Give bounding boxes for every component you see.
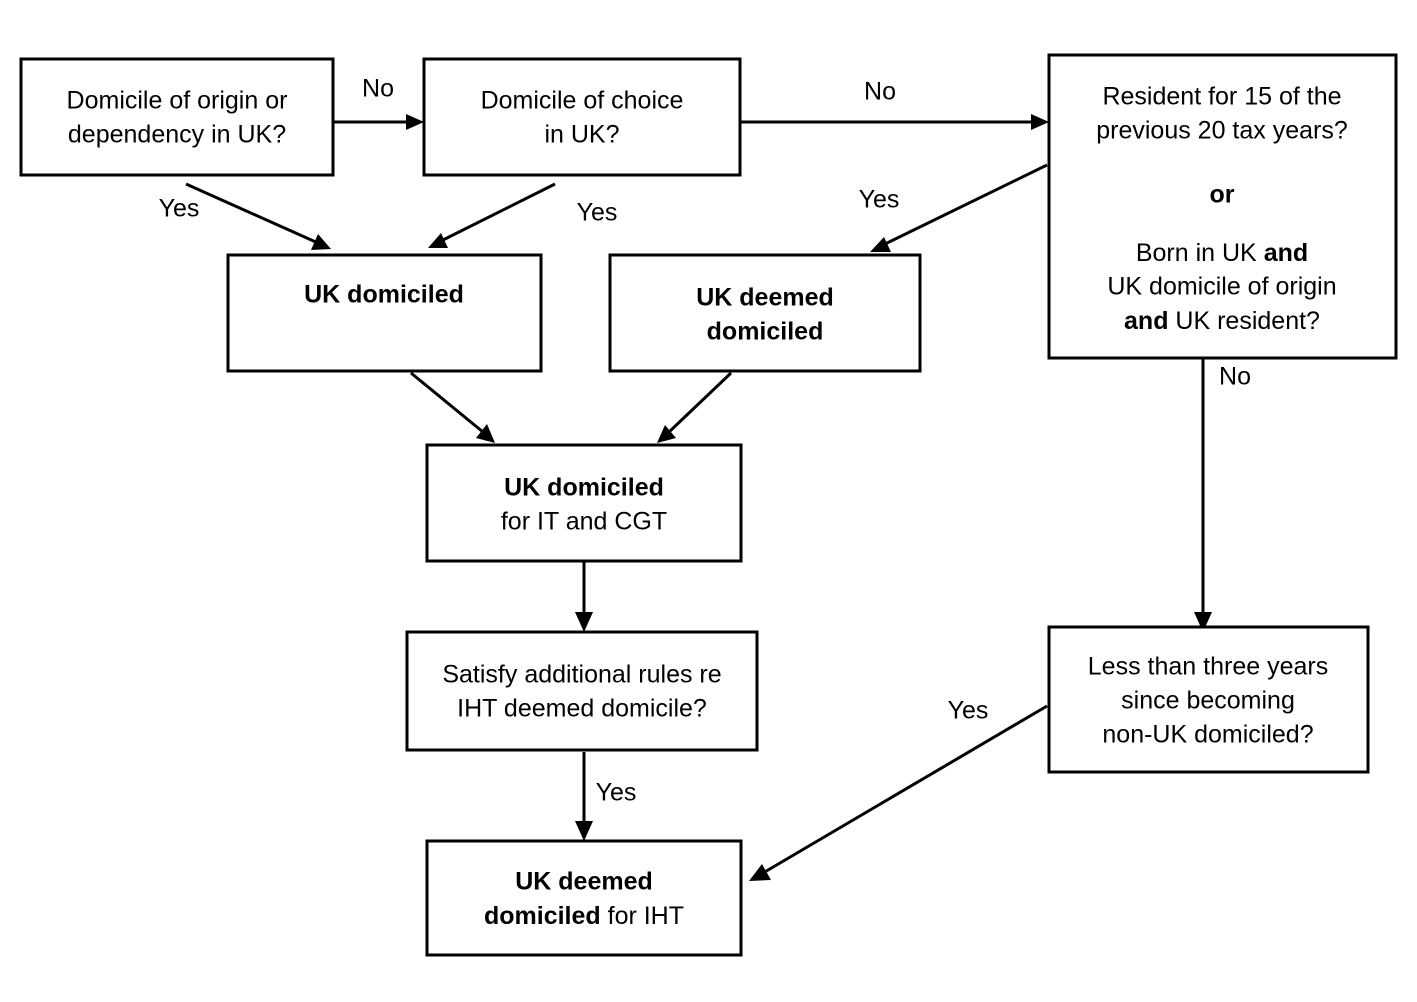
arrow-head-icon bbox=[575, 821, 593, 841]
arrow-head-icon bbox=[749, 864, 771, 881]
arrow-head-icon bbox=[428, 233, 448, 248]
node-resident-line-resident: and UK resident? bbox=[1124, 307, 1320, 335]
edge-label-resident-to-deemed-yes: Yes bbox=[859, 186, 900, 214]
node-uk-domiciled-it-cgt[interactable]: UK domiciled for IT and CGT bbox=[425, 443, 743, 563]
node-resident-line-2: previous 20 tax years? bbox=[1096, 117, 1348, 145]
node-threeyears-line-1: Less than three years bbox=[1088, 653, 1328, 681]
node-itcgt-line-1: UK domiciled bbox=[504, 474, 664, 502]
arrow-head-icon bbox=[575, 612, 593, 632]
edge-label-resident-to-threeyears-no: No bbox=[1219, 363, 1251, 391]
arrow-head-icon bbox=[311, 234, 331, 250]
edge-choice-to-resident bbox=[740, 114, 1049, 130]
arrow-head-icon bbox=[476, 424, 495, 443]
arrow-head-icon bbox=[406, 114, 424, 130]
node-resident-line-born: Born in UK and bbox=[1136, 239, 1308, 267]
edge-label-origin-to-ukdom-yes: Yes bbox=[159, 195, 200, 223]
edge-label-choice-to-ukdom-yes: Yes bbox=[577, 199, 618, 227]
node-uk-deemed-domiciled-iht[interactable]: UK deemed domiciled for IHT bbox=[425, 839, 743, 957]
edge-label-satisfy-to-iht-yes: Yes bbox=[596, 779, 637, 807]
arrow-head-icon bbox=[870, 237, 891, 252]
arrow-head-icon bbox=[657, 425, 676, 443]
node-uk-domiciled-label: UK domiciled bbox=[304, 281, 464, 309]
edge-threeyears-to-ihtdomiciled bbox=[749, 704, 1048, 881]
edge-resident-to-threeyears bbox=[1194, 358, 1212, 632]
edge-choice-to-ukdomiciled bbox=[428, 182, 556, 248]
edge-resident-to-deemeddomiciled bbox=[870, 163, 1048, 252]
node-resident-line-1: Resident for 15 of the bbox=[1102, 83, 1341, 111]
node-resident-or-connector: or bbox=[1210, 181, 1235, 209]
edge-label-choice-to-resident-no: No bbox=[864, 78, 896, 106]
node-satisfy-line-2: IHT deemed domicile? bbox=[457, 695, 707, 723]
node-uk-deemed-domiciled-line-2: domiciled bbox=[707, 318, 824, 346]
edge-label-origin-to-choice-no: No bbox=[362, 75, 394, 103]
node-threeyears-line-3: non-UK domiciled? bbox=[1102, 721, 1313, 749]
node-threeyears-line-2: since becoming bbox=[1121, 687, 1295, 715]
edge-itcgt-to-satisfy bbox=[575, 561, 593, 632]
node-domicile-choice-line-1: Domicile of choice bbox=[481, 87, 684, 115]
node-domicile-choice-line-2: in UK? bbox=[544, 121, 619, 149]
node-satisfy-line-1: Satisfy additional rules re bbox=[442, 661, 721, 689]
edge-deemeddomiciled-to-itcgt bbox=[657, 371, 733, 443]
edge-label-threeyears-to-iht-yes: Yes bbox=[948, 697, 989, 725]
node-domicile-origin-line-1: Domicile of origin or bbox=[67, 87, 288, 115]
arrow-head-icon bbox=[1031, 114, 1049, 130]
node-uk-deemed-domiciled-line-1: UK deemed bbox=[696, 284, 834, 312]
node-ihtdomiciled-line-1: UK deemed bbox=[515, 868, 653, 896]
edge-origin-to-ukdomiciled bbox=[185, 182, 331, 250]
edge-ukdomiciled-to-itcgt bbox=[410, 371, 495, 443]
node-uk-deemed-domiciled[interactable]: UK deemed domiciled bbox=[608, 253, 922, 373]
node-domicile-origin[interactable]: Domicile of origin or dependency in UK? bbox=[19, 57, 335, 177]
node-domicile-origin-line-2: dependency in UK? bbox=[68, 121, 286, 149]
node-uk-domiciled[interactable]: UK domiciled bbox=[226, 253, 543, 373]
arrow-head-icon bbox=[1194, 612, 1212, 632]
node-less-than-three-years[interactable]: Less than three years since becoming non… bbox=[1047, 625, 1370, 774]
node-satisfy-iht-rules[interactable]: Satisfy additional rules re IHT deemed d… bbox=[405, 630, 759, 752]
node-resident-15-of-20[interactable]: Resident for 15 of the previous 20 tax y… bbox=[1047, 53, 1398, 360]
node-resident-line-origin: UK domicile of origin bbox=[1107, 273, 1336, 301]
node-itcgt-line-2: for IT and CGT bbox=[501, 508, 667, 536]
node-domicile-choice[interactable]: Domicile of choice in UK? bbox=[422, 57, 742, 177]
node-ihtdomiciled-line-2: domiciled for IHT bbox=[484, 902, 684, 930]
edge-satisfy-to-ihtdomiciled bbox=[575, 752, 593, 841]
edge-origin-to-choice bbox=[333, 114, 424, 130]
